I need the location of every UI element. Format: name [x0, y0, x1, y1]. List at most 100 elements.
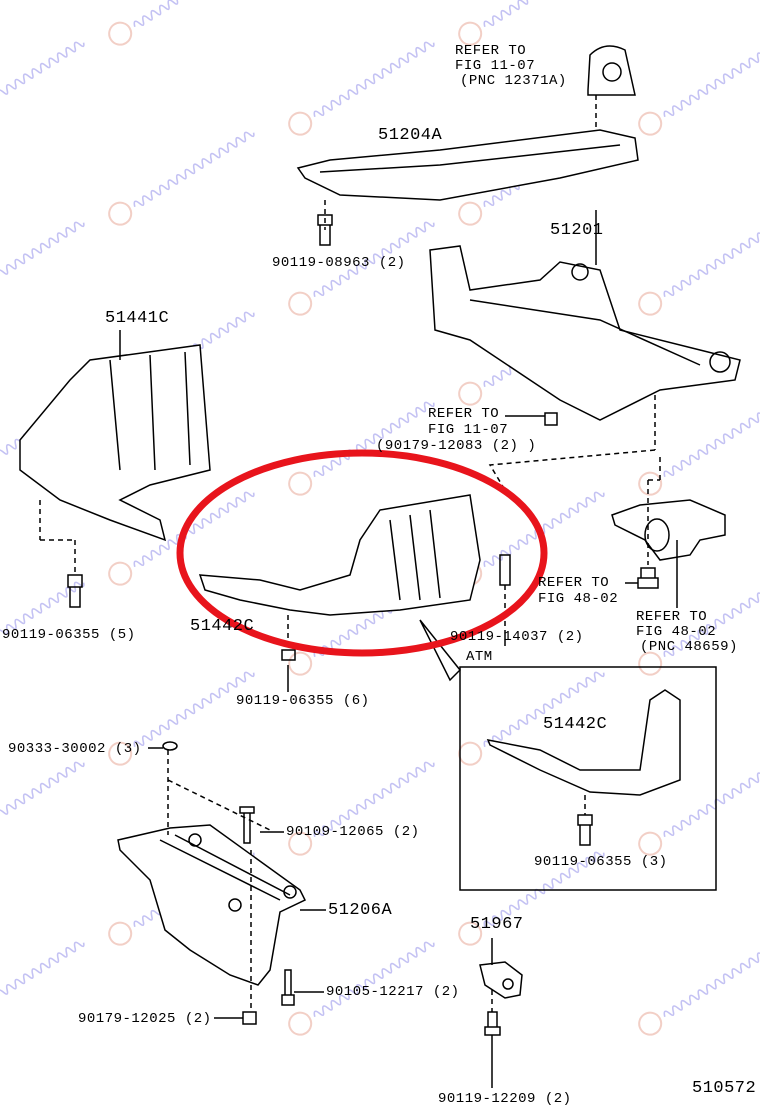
- watermark: [0, 221, 85, 298]
- bracket-51967: [479, 938, 523, 1088]
- watermark: [288, 221, 435, 316]
- ref-label: FIG 11-07: [455, 58, 536, 74]
- watermark-logo-icon: [458, 21, 483, 46]
- part-label: 90333-30002 (3): [8, 741, 142, 757]
- watermark-lettering: [313, 941, 435, 1018]
- part-label: 51201: [550, 221, 604, 240]
- watermark-lettering: [663, 401, 760, 478]
- watermark-logo-icon: [108, 741, 133, 766]
- watermark: [638, 941, 760, 1036]
- watermark: [108, 0, 255, 46]
- part-label: 51442C: [190, 617, 255, 636]
- watermark-logo-icon: [288, 471, 313, 496]
- watermark-logo-icon: [458, 201, 483, 226]
- watermark: [108, 671, 255, 766]
- watermark: [0, 761, 85, 838]
- part-label: 51967: [470, 915, 524, 934]
- engine-mount-part: [587, 45, 636, 140]
- watermark: [0, 941, 85, 1018]
- watermark: [0, 41, 85, 118]
- watermark-logo-icon: [288, 291, 313, 316]
- watermark-lettering: [483, 0, 605, 28]
- watermark-lettering: [663, 941, 760, 1018]
- part-label: 90119-14037 (2): [450, 629, 584, 645]
- watermark-lettering: [483, 671, 605, 748]
- suspension-crossmember-51201: [429, 245, 741, 491]
- watermark-lettering: [663, 221, 760, 298]
- watermark-lettering: [133, 131, 255, 208]
- watermark: [638, 761, 760, 856]
- watermark-lettering: [133, 491, 255, 568]
- part-label: 90109-12065 (2): [286, 824, 420, 840]
- watermark-logo-icon: [458, 921, 483, 946]
- watermark-lettering: [133, 0, 255, 28]
- part-label: 90179-12025 (2): [78, 1011, 212, 1027]
- part-label: 90119-06355 (3): [534, 854, 668, 870]
- ref-label: FIG 48-02: [636, 624, 717, 640]
- ref-label: (PNC 48659): [640, 639, 738, 655]
- part-label: 90119-06355 (5): [2, 627, 136, 643]
- watermark: [288, 941, 435, 1036]
- watermark-lettering: [133, 671, 255, 748]
- watermark-logo-icon: [638, 1011, 663, 1036]
- ref-label: (90179-12083 (2) ): [376, 438, 537, 454]
- part-label: 51441C: [105, 309, 170, 328]
- watermark-lettering: [313, 41, 435, 118]
- atm-label: ATM: [466, 649, 493, 665]
- watermark: [108, 491, 255, 586]
- ref-label: FIG 48-02: [538, 591, 619, 607]
- watermark-logo-icon: [108, 921, 133, 946]
- watermark-lettering: [0, 761, 85, 838]
- highlight-ellipse: [176, 449, 548, 657]
- watermark-logo-icon: [108, 201, 133, 226]
- watermark: [0, 581, 85, 658]
- watermark-lettering: [313, 761, 435, 838]
- part-label: 51204A: [378, 126, 443, 145]
- ref-label: FIG 11-07: [428, 422, 509, 438]
- watermark-logo-icon: [108, 561, 133, 586]
- ref-label: REFER TO: [455, 43, 527, 59]
- ref-label: (PNC 12371A): [460, 73, 567, 89]
- ref-label: REFER TO: [636, 609, 708, 625]
- watermark: [288, 761, 435, 856]
- part-label: 51442C: [543, 715, 608, 734]
- part-label: 51206A: [328, 901, 393, 920]
- watermark: [638, 221, 760, 316]
- watermark: [458, 671, 605, 766]
- watermark: [288, 401, 435, 496]
- watermark-lettering: [313, 401, 435, 478]
- bushing-part: [611, 455, 726, 608]
- watermark-lettering: [0, 41, 85, 118]
- watermark-lettering: [0, 941, 85, 1018]
- watermark-lettering: [0, 581, 85, 658]
- watermark-lettering: [663, 761, 760, 838]
- part-label: 90119-12209 (2): [438, 1091, 572, 1107]
- watermark: [638, 41, 760, 136]
- watermark-lettering: [663, 581, 760, 658]
- part-label: 90119-06355 (6): [236, 693, 370, 709]
- watermark-logo-icon: [108, 21, 133, 46]
- watermark: [288, 41, 435, 136]
- engine-under-cover-51441c: [19, 344, 211, 608]
- atm-box: [459, 666, 717, 891]
- watermark-logo-icon: [638, 291, 663, 316]
- watermark-logo-icon: [288, 111, 313, 136]
- watermark-logo-icon: [638, 831, 663, 856]
- watermark: [108, 131, 255, 226]
- part-label: 90105-12217 (2): [326, 984, 460, 1000]
- watermark-lettering: [663, 41, 760, 118]
- watermark-logo-icon: [288, 1011, 313, 1036]
- part-label: 90119-08963 (2): [272, 255, 406, 271]
- cross-member-51204a: [296, 129, 639, 246]
- engine-under-cover-51442c: [198, 494, 511, 682]
- ref-label: REFER TO: [538, 575, 610, 591]
- atm-cover-51442c: [486, 689, 681, 846]
- watermark: [638, 581, 760, 676]
- bracket-51206a: [117, 741, 326, 1025]
- watermark-logo-icon: [458, 381, 483, 406]
- watermark-logo-icon: [458, 741, 483, 766]
- watermark-logo-icon: [638, 111, 663, 136]
- diagram-number: 510572: [692, 1079, 757, 1098]
